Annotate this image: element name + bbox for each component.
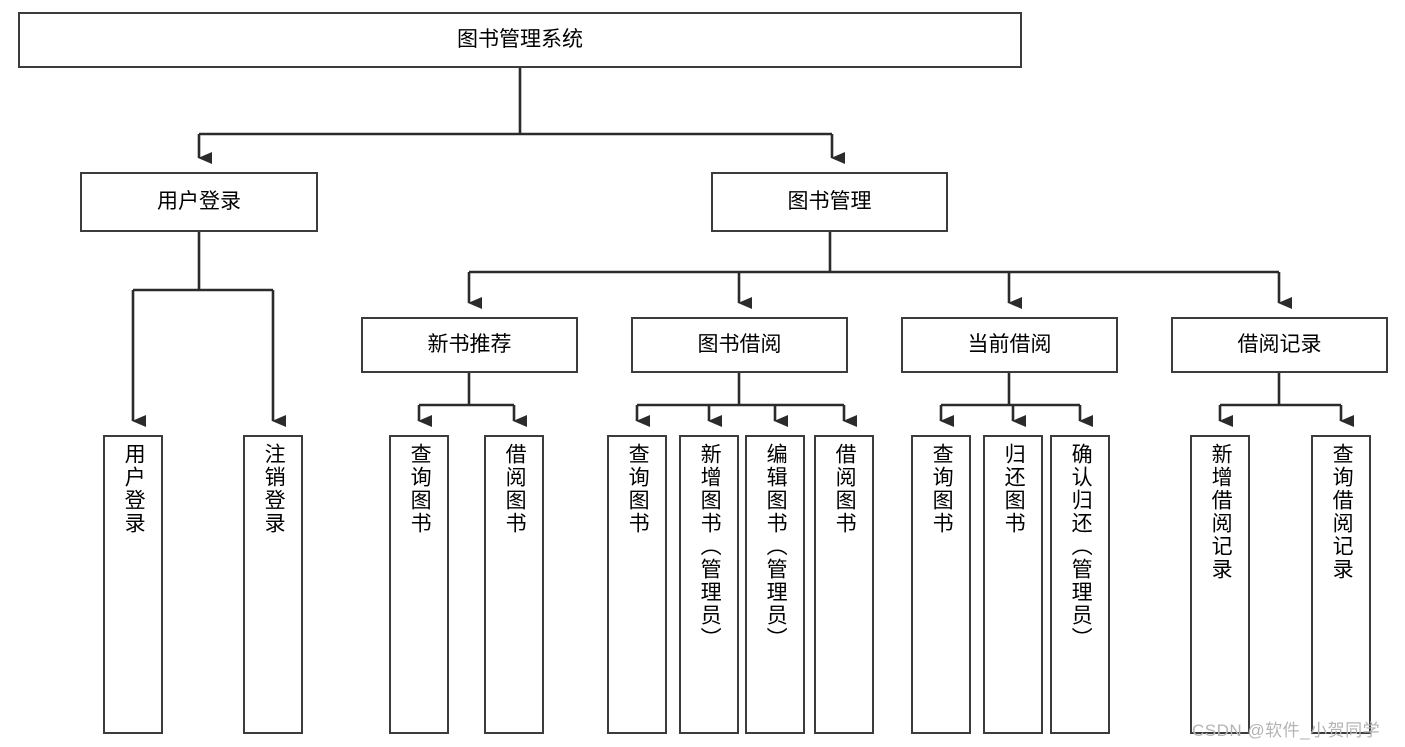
node-current-borrow[interactable]: 当前借阅 [901, 317, 1118, 373]
node-leaf-borrow-book-label: 借阅图书 [833, 443, 857, 535]
node-leaf-confirm-return[interactable]: 确认归还（管理员） [1050, 435, 1110, 734]
node-leaf-query-book-cur[interactable]: 查询图书 [911, 435, 971, 734]
edges-bookborrow-to-leaves [635, 373, 857, 427]
node-leaf-confirm-return-label: 确认归还（管理员） [1069, 443, 1093, 650]
node-leaf-user-login-label: 用户登录 [122, 443, 146, 535]
node-leaf-query-borrow-record[interactable]: 查询借阅记录 [1311, 435, 1371, 734]
node-current-borrow-label: 当前借阅 [967, 332, 1052, 356]
csdn-watermark: CSDN @软件_小贺同学 [1192, 721, 1381, 740]
node-leaf-return-book-label: 归还图书 [1002, 443, 1026, 535]
node-leaf-query-book-borrow-label: 查询图书 [626, 443, 650, 535]
node-root[interactable]: 图书管理系统 [18, 12, 1022, 68]
edges-newbookrec-to-leaves [417, 373, 527, 427]
node-book-manage[interactable]: 图书管理 [711, 172, 948, 232]
edges-currentborrow-to-leaves [939, 373, 1093, 427]
node-leaf-logout[interactable]: 注销登录 [243, 435, 303, 734]
node-leaf-logout-label: 注销登录 [262, 443, 286, 535]
node-leaf-add-book-label: 新增图书（管理员） [698, 443, 722, 650]
node-user-login-label: 用户登录 [157, 189, 241, 213]
node-leaf-add-borrow-record[interactable]: 新增借阅记录 [1190, 435, 1250, 734]
node-leaf-query-book-rec[interactable]: 查询图书 [389, 435, 449, 734]
node-leaf-query-book-cur-label: 查询图书 [930, 443, 954, 535]
edges-booklogin-to-leaves [131, 232, 286, 427]
node-book-borrow[interactable]: 图书借阅 [631, 317, 848, 373]
node-leaf-borrow-book-rec[interactable]: 借阅图书 [484, 435, 544, 734]
node-leaf-user-login[interactable]: 用户登录 [103, 435, 163, 734]
node-new-book-rec-label: 新书推荐 [427, 332, 512, 356]
edges-root-to-level2 [197, 68, 845, 164]
node-leaf-query-book-rec-label: 查询图书 [408, 443, 432, 535]
node-new-book-rec[interactable]: 新书推荐 [361, 317, 578, 373]
node-leaf-borrow-book-rec-label: 借阅图书 [503, 443, 527, 535]
node-book-manage-label: 图书管理 [787, 189, 872, 213]
node-borrow-record[interactable]: 借阅记录 [1171, 317, 1388, 373]
node-leaf-query-book-borrow[interactable]: 查询图书 [607, 435, 667, 734]
node-leaf-borrow-book[interactable]: 借阅图书 [814, 435, 874, 734]
node-leaf-edit-book[interactable]: 编辑图书（管理员） [745, 435, 805, 734]
node-borrow-record-label: 借阅记录 [1237, 332, 1322, 356]
node-user-login[interactable]: 用户登录 [80, 172, 318, 232]
node-root-label: 图书管理系统 [457, 27, 583, 51]
node-leaf-add-book[interactable]: 新增图书（管理员） [679, 435, 739, 734]
node-leaf-query-borrow-record-label: 查询借阅记录 [1330, 443, 1354, 581]
edges-borrowrecord-to-leaves [1218, 373, 1354, 427]
node-book-borrow-label: 图书借阅 [697, 332, 782, 356]
node-leaf-return-book[interactable]: 归还图书 [983, 435, 1043, 734]
node-leaf-add-borrow-record-label: 新增借阅记录 [1209, 443, 1233, 581]
edges-bookmanage-to-level3 [467, 232, 1292, 309]
node-leaf-edit-book-label: 编辑图书（管理员） [764, 443, 788, 650]
